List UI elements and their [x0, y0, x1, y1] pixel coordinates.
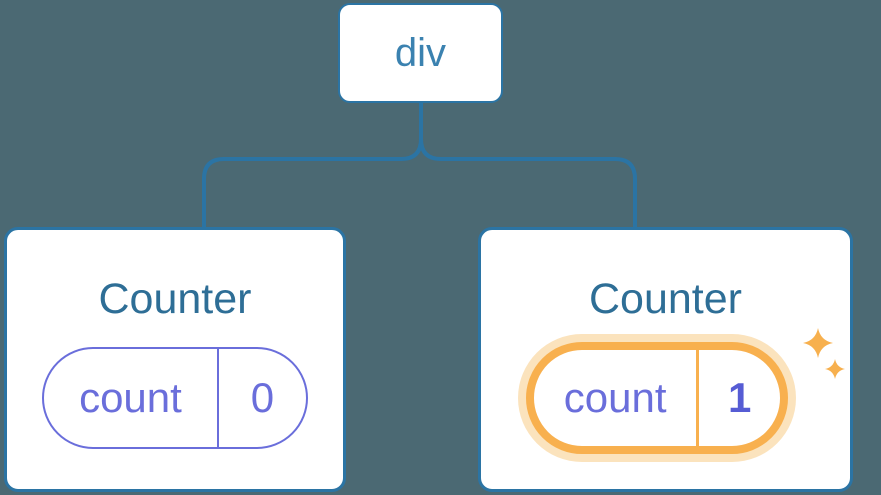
- pill-divider: [696, 350, 700, 446]
- connector-right-branch: [419, 99, 637, 230]
- component-title: Counter: [589, 275, 742, 323]
- component-title: Counter: [98, 275, 252, 323]
- state-value: 0: [250, 374, 275, 421]
- sparkle-icon-large: [803, 328, 833, 358]
- counter-card-left: Counter count 0: [4, 227, 346, 492]
- counter-card-right: Counter count 1: [478, 227, 853, 492]
- pill-divider: [216, 349, 219, 447]
- sparkle-icon-small: [825, 359, 845, 379]
- state-key: count: [563, 374, 667, 421]
- root-node-label: div: [394, 30, 447, 75]
- state-value: 1: [728, 374, 752, 421]
- state-pill-highlighted: count 1: [526, 342, 788, 454]
- root-node-div: div: [338, 3, 503, 103]
- state-pill-plain: count 0: [42, 347, 308, 449]
- state-key: count: [79, 374, 182, 421]
- connector-left-branch: [202, 99, 423, 230]
